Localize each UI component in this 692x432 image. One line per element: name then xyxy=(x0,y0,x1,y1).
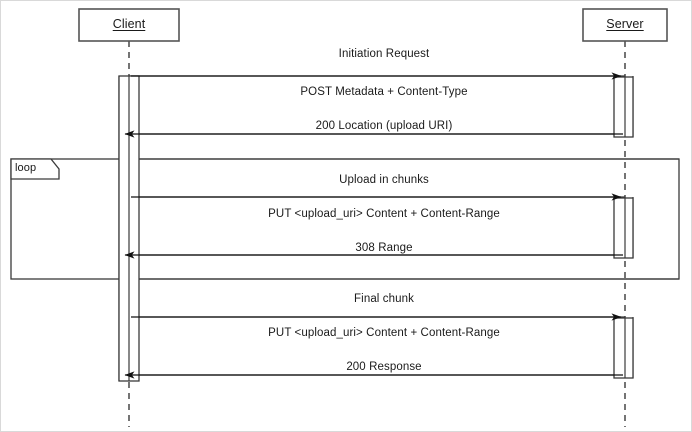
activation-server-initiation xyxy=(613,76,634,138)
actor-box-server[interactable] xyxy=(582,8,668,42)
actor-label-server: Server xyxy=(606,17,644,31)
group-label-initiation-request: Initiation Request xyxy=(338,48,430,60)
message-label-put-final: PUT <upload_uri> Content + Content-Range xyxy=(268,327,500,339)
loop-fragment-label: loop xyxy=(15,162,37,174)
activation-server-chunk xyxy=(613,197,634,259)
actor-label-client: Client xyxy=(112,17,146,31)
message-label-post-metadata: POST Metadata + Content-Type xyxy=(300,86,468,98)
group-label-final-chunk: Final chunk xyxy=(354,293,414,305)
message-label-put-chunk: PUT <upload_uri> Content + Content-Range xyxy=(268,208,500,220)
message-arrows xyxy=(124,72,623,379)
activation-server-final xyxy=(613,317,634,379)
group-label-upload-in-chunks: Upload in chunks xyxy=(339,174,429,186)
message-label-308-range: 308 Range xyxy=(355,242,413,254)
actor-boxes xyxy=(78,8,668,42)
actor-box-client[interactable] xyxy=(78,8,180,42)
message-label-200-location: 200 Location (upload URI) xyxy=(315,120,453,132)
loop-fragment-tab xyxy=(10,158,60,180)
message-label-200-response: 200 Response xyxy=(346,361,422,373)
